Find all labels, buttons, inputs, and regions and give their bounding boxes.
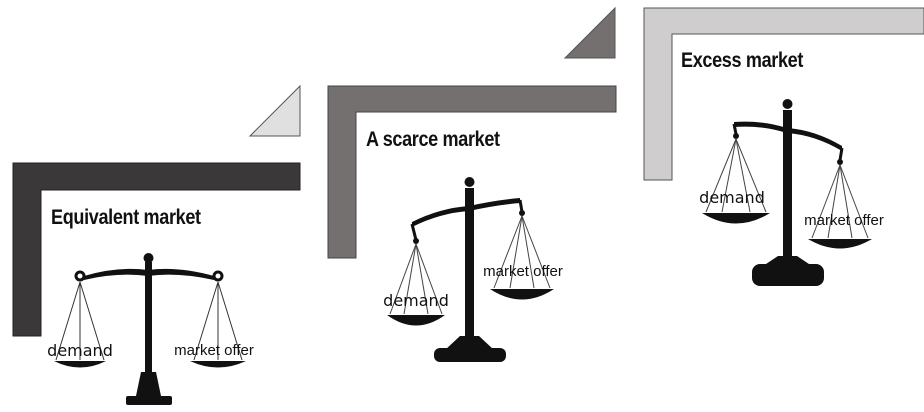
scale-3-right-pan-label: market offer bbox=[804, 212, 884, 229]
balance-scale-scarce: demand market offer bbox=[383, 177, 563, 362]
scale-1-right-pan-label: market offer bbox=[174, 342, 254, 359]
step-3-frame bbox=[643, 7, 924, 181]
step-1-frame bbox=[12, 162, 301, 337]
scale-2-right-pan-label: market offer bbox=[483, 263, 563, 280]
scale-3-left-pan-label: demand bbox=[699, 188, 765, 207]
step-3-title: Excess market bbox=[681, 49, 804, 72]
step-1-title: Equivalent market bbox=[51, 206, 201, 229]
step-up-arrow-2 bbox=[563, 6, 616, 59]
step-2-frame bbox=[327, 85, 617, 259]
step-up-arrow-1 bbox=[248, 84, 301, 137]
balance-scale-excess: demand market offer bbox=[699, 99, 884, 286]
scale-2-left-pan-label: demand bbox=[383, 291, 449, 310]
balance-scale-equivalent: demand market offer bbox=[47, 253, 254, 405]
step-2-title: A scarce market bbox=[366, 128, 500, 151]
scale-1-left-pan-label: demand bbox=[47, 341, 113, 360]
